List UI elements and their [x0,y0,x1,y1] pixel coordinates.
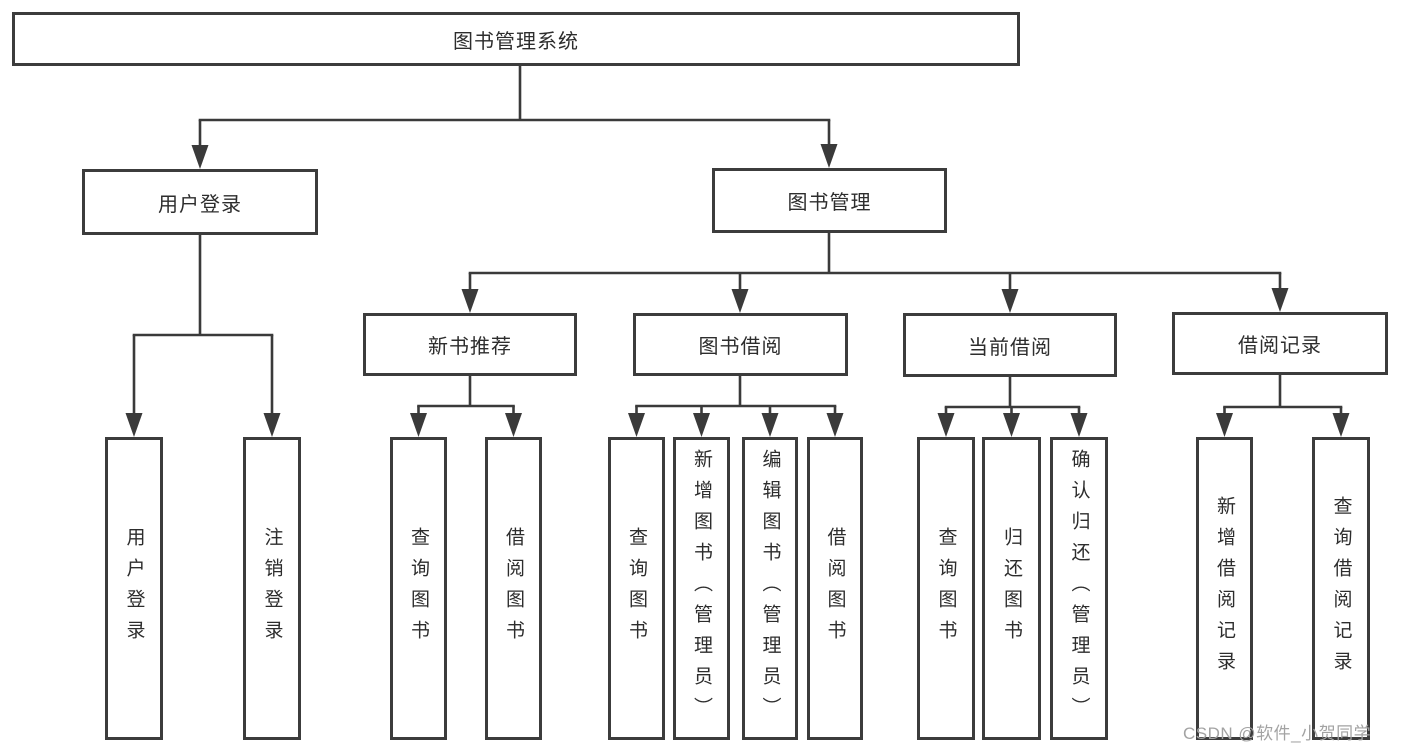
leaf-recommend-borrow-books: 借阅图书 [485,437,542,740]
node-current-borrow: 当前借阅 [903,313,1117,377]
tree-arrows [125,120,1350,437]
node-root-label: 图书管理系统 [453,30,579,53]
leaf-current-query-books-label: 查询图书 [935,526,957,651]
csdn-watermark: CSDN @软件_小贺同学 [1183,724,1372,743]
leaf-recommend-borrow-books-label: 借阅图书 [503,526,524,651]
leaf-edit-book-admin: 编辑图书（管理员） [742,437,798,740]
leaf-borrow-query-books-label: 查询图书 [626,526,647,651]
leaf-edit-book-admin-label: 编辑图书（管理员） [759,449,781,728]
leaf-recommend-query-books: 查询图书 [390,437,447,740]
leaf-borrow-books-label: 借阅图书 [824,526,846,651]
leaf-return-book: 归还图书 [982,437,1041,740]
node-book-borrow: 图书借阅 [633,313,848,376]
leaf-add-book-admin: 新增图书（管理员） [673,437,730,740]
leaf-logout-label: 注销登录 [261,526,283,651]
node-book-management: 图书管理 [712,168,947,233]
leaf-add-book-admin-label: 新增图书（管理员） [691,449,712,728]
node-root: 图书管理系统 [12,12,1020,66]
leaf-query-borrow-record-label: 查询借阅记录 [1330,495,1352,682]
leaf-borrow-books: 借阅图书 [807,437,863,740]
leaf-logout: 注销登录 [243,437,301,740]
leaf-user-login: 用户登录 [105,437,163,740]
node-user-login-label: 用户登录 [158,193,242,216]
node-book-borrow-label: 图书借阅 [698,336,783,358]
leaf-confirm-return-admin-label: 确认归还（管理员） [1068,449,1090,728]
leaf-return-book-label: 归还图书 [1001,526,1022,651]
leaf-borrow-query-books: 查询图书 [608,437,665,740]
leaf-recommend-query-books-label: 查询图书 [408,526,429,651]
leaf-user-login-label: 用户登录 [123,526,145,651]
node-new-book-recommend: 新书推荐 [363,313,577,376]
node-new-book-recommend-label: 新书推荐 [428,336,512,358]
node-borrow-records: 借阅记录 [1172,312,1388,375]
node-borrow-records-label: 借阅记录 [1238,335,1322,357]
leaf-confirm-return-admin: 确认归还（管理员） [1050,437,1108,740]
tree-skeleton-lines [132,64,1343,409]
node-user-login: 用户登录 [82,169,318,235]
leaf-current-query-books: 查询图书 [917,437,975,740]
leaf-add-borrow-record: 新增借阅记录 [1196,437,1253,740]
leaf-add-borrow-record-label: 新增借阅记录 [1214,495,1235,682]
leaf-query-borrow-record: 查询借阅记录 [1312,437,1370,740]
node-current-borrow-label: 当前借阅 [968,336,1052,359]
node-book-management-label: 图书管理 [787,192,872,214]
